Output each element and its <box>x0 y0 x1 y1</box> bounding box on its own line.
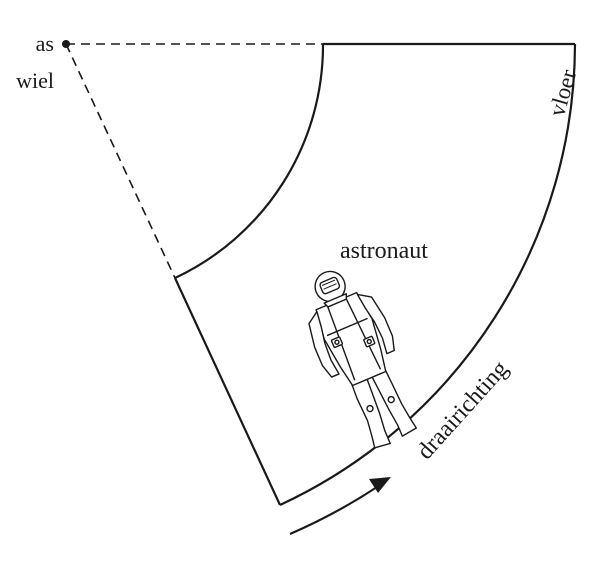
astronaut-label: astronaut <box>340 238 428 264</box>
axis-label-wiel: wiel <box>16 68 54 93</box>
axis-label-as: as <box>36 31 54 56</box>
floor-outer-rim <box>279 43 577 506</box>
inner-rim <box>174 43 325 279</box>
axle-point <box>62 40 70 48</box>
segment-side-edge <box>174 277 281 506</box>
rotation-label: draairichting <box>412 356 513 465</box>
curved-arrow-icon <box>289 486 378 536</box>
arrow-head-icon <box>369 477 391 493</box>
astronaut-icon <box>308 270 417 449</box>
floor-label: vloer <box>544 66 581 119</box>
dashed-radius-diagonal <box>65 43 176 279</box>
